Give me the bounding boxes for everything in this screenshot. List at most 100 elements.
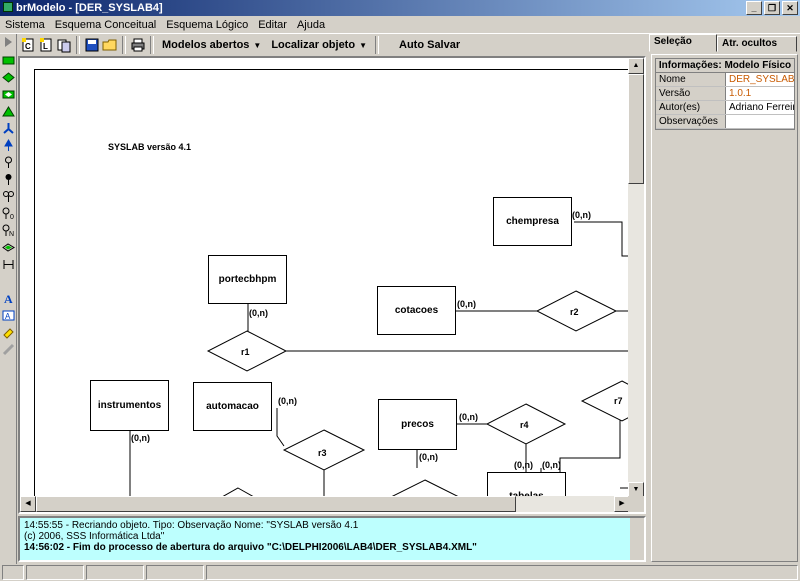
label-r2: r2: [570, 307, 579, 317]
log-line: 14:56:02 - Fim do processo de abertura d…: [24, 542, 477, 553]
table-row[interactable]: Autor(es) Adriano Ferreira: [656, 101, 794, 115]
status-panel: [206, 565, 798, 580]
cardinality-label: (0,n): [131, 433, 150, 443]
diagram-page: [34, 69, 630, 498]
properties-box: Informações: Modelo Físico Nome DER_SYSL…: [651, 54, 798, 562]
specialization-icon[interactable]: [2, 105, 15, 118]
note-icon[interactable]: A: [2, 309, 15, 322]
minimize-button[interactable]: _: [746, 1, 762, 15]
identifier-attribute-icon[interactable]: [2, 173, 15, 186]
property-key: Versão: [656, 87, 726, 100]
diagram-title[interactable]: SYSLAB versão 4.1: [108, 142, 192, 152]
cardinality-label: (0,n): [542, 460, 561, 470]
status-panel: [26, 565, 84, 580]
title-bar: brModelo - [DER_SYSLAB4] _ ❐ ✕: [0, 0, 800, 16]
property-value[interactable]: [726, 115, 794, 128]
toolbar-separator: [150, 36, 154, 54]
save-icon[interactable]: [84, 37, 100, 53]
close-button[interactable]: ✕: [782, 1, 798, 15]
relationship-tool-icon[interactable]: [2, 71, 15, 84]
union-2-icon[interactable]: [2, 139, 15, 152]
entity-cotacoes[interactable]: cotacoes: [377, 286, 456, 335]
link-icon[interactable]: [2, 258, 15, 271]
composite-attribute-icon[interactable]: [2, 190, 15, 203]
property-value[interactable]: DER_SYSLAB4: [726, 73, 794, 86]
relationship-r2[interactable]: [535, 290, 618, 332]
optional-attribute-icon[interactable]: 0: [2, 207, 15, 220]
status-panel: [146, 565, 204, 580]
menu-editar[interactable]: Editar: [258, 18, 287, 31]
cardinality-label: (0,n): [514, 460, 533, 470]
tab-atr-ocultos[interactable]: Atr. ocultos: [717, 36, 797, 52]
disabled-tool-icon: [2, 343, 15, 356]
app-icon: [3, 2, 13, 12]
menu-esquema-logico[interactable]: Esquema Lógico: [166, 18, 249, 31]
entity-tool-icon[interactable]: [2, 54, 15, 67]
property-key: Observações: [656, 115, 726, 128]
svg-text:A: A: [4, 292, 13, 305]
relationship-r6[interactable]: [385, 479, 465, 498]
locate-object-dropdown[interactable]: Localizar objeto▼: [267, 39, 371, 51]
table-row[interactable]: Versão 1.0.1: [656, 87, 794, 101]
table-row[interactable]: Observações: [656, 115, 794, 129]
cardinality-label: (0,n): [459, 412, 478, 422]
property-value[interactable]: Adriano Ferreira: [726, 101, 794, 114]
eraser-icon[interactable]: [2, 326, 15, 339]
pointer-icon[interactable]: [2, 36, 15, 49]
entity-portecbhpm[interactable]: portecbhpm: [208, 255, 287, 304]
new-logical-icon[interactable]: L: [38, 37, 54, 53]
cardinality-label: (0,n): [572, 210, 591, 220]
diagram-lines: [129, 221, 630, 498]
window-title: brModelo - [DER_SYSLAB4]: [16, 2, 163, 14]
menu-bar: Sistema Esquema Conceitual Esquema Lógic…: [0, 16, 800, 34]
entity-tabelas[interactable]: tabelas: [487, 472, 566, 498]
main-toolbar: C L Modelos abertos▼ Localizar objeto▼ A…: [18, 34, 646, 56]
open-folder-icon[interactable]: [102, 37, 118, 53]
log-line: (c) 2006, SSS Informática Ltda": [24, 531, 165, 542]
union-icon[interactable]: [2, 122, 15, 135]
properties-header: Informações: Modelo Físico: [656, 59, 794, 73]
scroll-left-button[interactable]: ◀: [20, 496, 36, 512]
log-scrollbar[interactable]: [630, 518, 644, 560]
associative-entity-icon[interactable]: [2, 88, 15, 101]
new-file-icon[interactable]: C: [20, 37, 36, 53]
entity-chempresa[interactable]: chempresa: [493, 197, 572, 246]
open-models-dropdown[interactable]: Modelos abertos▼: [158, 39, 265, 51]
print-icon[interactable]: [130, 37, 146, 53]
autosave-button[interactable]: Auto Salvar: [399, 39, 461, 51]
vertical-scroll-thumb[interactable]: [628, 74, 644, 184]
property-value[interactable]: 1.0.1: [726, 87, 794, 100]
diagram-canvas[interactable]: SYSLAB versão 4.1 chempresa portecbhpm c…: [20, 58, 630, 498]
entity-instrumentos[interactable]: instrumentos: [90, 380, 169, 431]
text-icon[interactable]: A: [2, 292, 15, 305]
new-from-icon[interactable]: [56, 37, 72, 53]
cardinality-label: (0,n): [457, 299, 476, 309]
cardinality-label: (0,n): [249, 308, 268, 318]
relationship-r4[interactable]: [485, 403, 567, 445]
relationship-r3[interactable]: [282, 429, 366, 471]
svg-text:L: L: [43, 42, 48, 51]
cardinality-label: (0,n): [278, 396, 297, 406]
attribute-icon[interactable]: [2, 156, 15, 169]
label-r7: r7: [614, 396, 623, 406]
menu-sistema[interactable]: Sistema: [5, 18, 45, 31]
toolbar-separator: [76, 36, 80, 54]
horizontal-scrollbar[interactable]: ◀ ▶: [20, 496, 630, 512]
relationship-r7[interactable]: [580, 380, 630, 422]
scroll-up-button[interactable]: ▲: [628, 58, 644, 74]
entity-precos[interactable]: precos: [378, 399, 457, 450]
horizontal-scroll-thumb[interactable]: [36, 496, 516, 512]
menu-esquema-conceitual[interactable]: Esquema Conceitual: [54, 18, 157, 31]
menu-ajuda[interactable]: Ajuda: [296, 18, 326, 31]
cardinality-icon[interactable]: [2, 241, 15, 254]
property-key: Autor(es): [656, 101, 726, 114]
multivalued-attribute-icon[interactable]: N: [2, 224, 15, 237]
restore-button[interactable]: ❐: [764, 1, 780, 15]
relationship-r1[interactable]: [206, 330, 288, 372]
table-row[interactable]: Nome DER_SYSLAB4: [656, 73, 794, 87]
tool-palette: 0 N A A: [0, 34, 17, 564]
entity-automacao[interactable]: automacao: [193, 382, 272, 431]
tab-selecao[interactable]: Seleção: [649, 34, 717, 52]
scroll-right-button[interactable]: ▶: [614, 496, 630, 512]
vertical-scrollbar[interactable]: ▲ ▼: [628, 58, 644, 498]
